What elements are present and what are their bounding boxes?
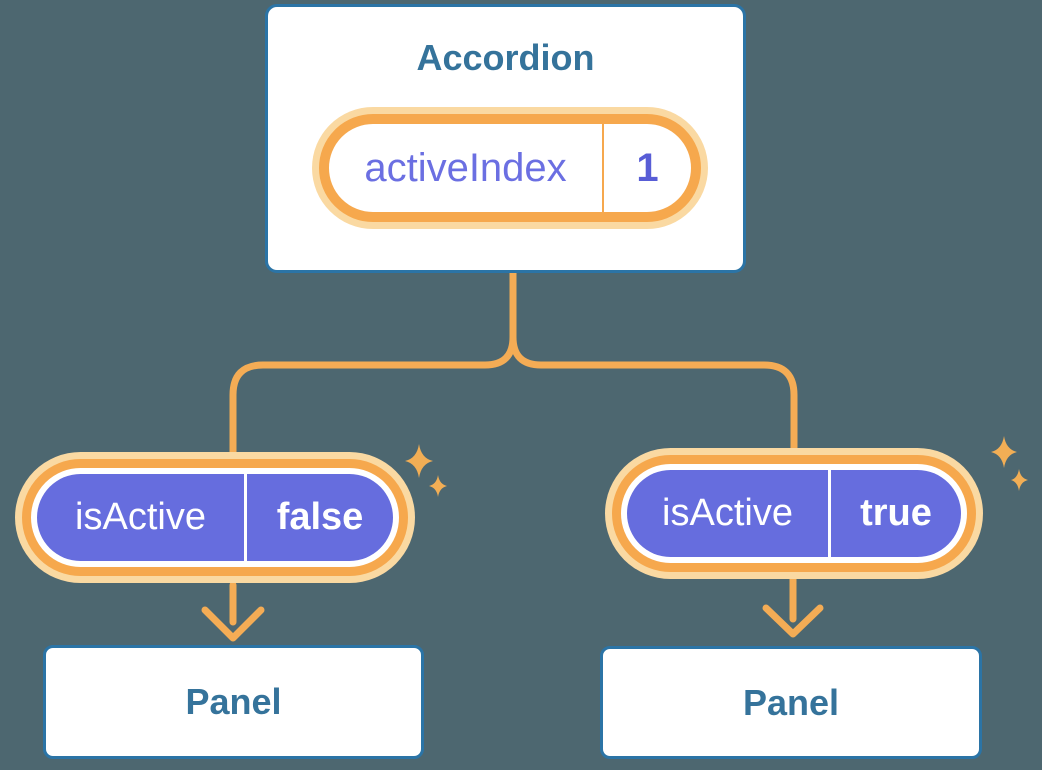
branch-line-right <box>509 267 798 455</box>
prop-name: isActive <box>662 492 793 534</box>
arrowhead-right <box>762 604 824 638</box>
prop-pill-isactive-false: isActive false <box>22 459 408 576</box>
prop-name: isActive <box>75 496 206 538</box>
prop-value: true <box>860 492 932 534</box>
accordion-title: Accordion <box>416 37 595 78</box>
state-pill-activeindex: activeIndex 1 <box>319 114 701 222</box>
sparkle-icon <box>991 436 1017 468</box>
branch-line-left <box>229 267 517 460</box>
sparkle-icon <box>405 444 433 478</box>
arrowhead-left <box>201 606 265 642</box>
sparkle-icon <box>1011 469 1028 491</box>
prop-pill-body: isActive true <box>627 470 961 557</box>
accordion-component-box: Accordion activeIndex 1 <box>265 4 746 273</box>
sparkle-icon <box>429 475 447 497</box>
state-name: activeIndex <box>364 145 567 190</box>
panel-component-box-left: Panel <box>43 645 424 759</box>
prop-pill-body: isActive false <box>37 474 393 561</box>
state-pill-divider <box>602 124 604 212</box>
state-value: 1 <box>636 145 659 190</box>
prop-pill-isactive-true: isActive true <box>612 455 976 572</box>
panel-component-box-right: Panel <box>600 646 982 759</box>
prop-pill-divider <box>828 470 831 557</box>
prop-pill-divider <box>244 474 247 561</box>
prop-value: false <box>276 496 364 538</box>
